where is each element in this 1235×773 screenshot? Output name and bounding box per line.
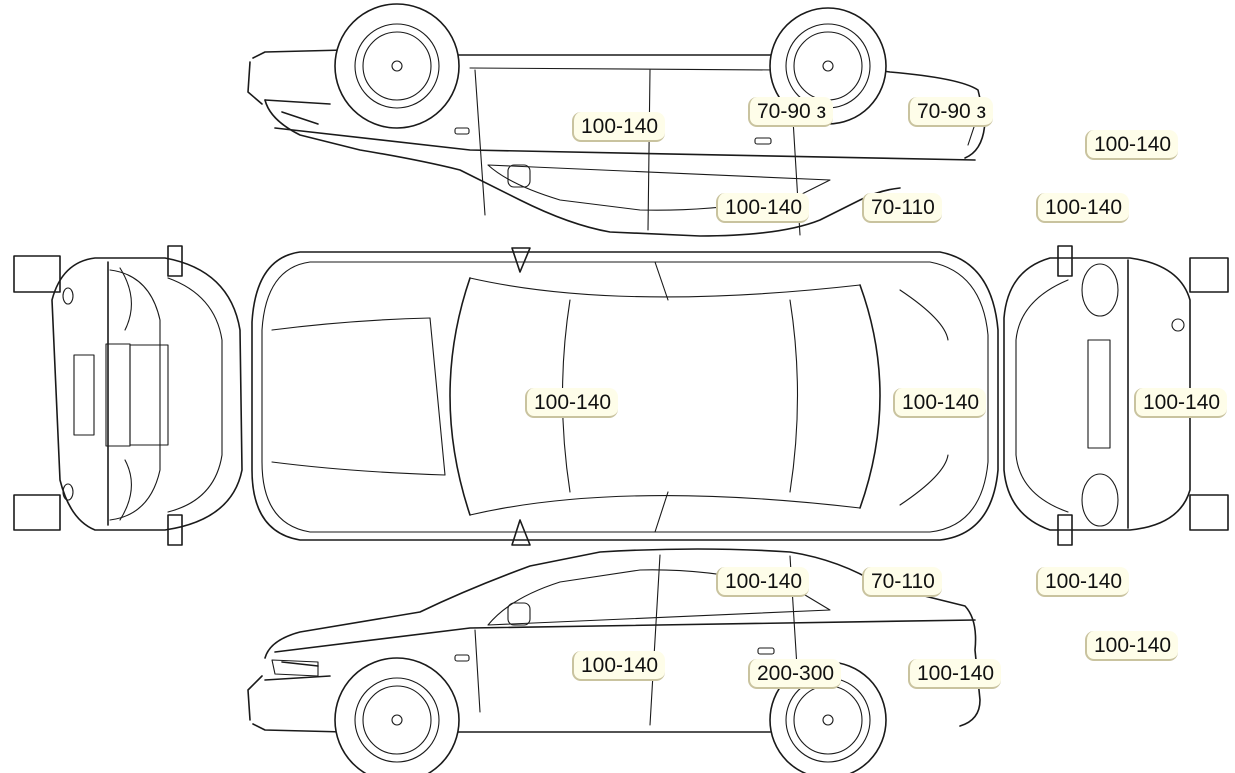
thickness-tag-upper-c-pillar: 70-110	[862, 193, 942, 223]
thickness-tag-upper-rear-fender: 70-90 з	[908, 97, 994, 127]
plan-view	[251, 247, 999, 546]
thickness-tag-upper-roof-rear: 100-140	[1036, 193, 1130, 223]
thickness-tag-lower-rear-door-bottom: 200-300	[748, 659, 842, 689]
rear-view	[1003, 245, 1229, 546]
thickness-tag-upper-rear-door-top: 70-90 з	[748, 97, 834, 127]
thickness-tag-upper-rear-door: 100-140	[716, 193, 810, 223]
side-view-upper	[247, 3, 986, 237]
thickness-tag-rear-bumper: 100-140	[1134, 388, 1228, 418]
thickness-tag-hood: 100-140	[525, 388, 619, 418]
thickness-tag-lower-rear-fender: 100-140	[908, 659, 1002, 689]
thickness-tag-lower-rear-door: 100-140	[716, 567, 810, 597]
thickness-tag-upper-front-door: 100-140	[572, 112, 666, 142]
thickness-tag-lower-front-door: 100-140	[572, 651, 666, 681]
thickness-tag-trunk-lid: 100-140	[893, 388, 987, 418]
thickness-tag-lower-c-pillar: 70-110	[862, 567, 942, 597]
thickness-tag-lower-trunk: 100-140	[1085, 631, 1179, 661]
thickness-tag-lower-roof-rear: 100-140	[1036, 567, 1130, 597]
thickness-tag-upper-trunk: 100-140	[1085, 130, 1179, 160]
front-view	[13, 245, 243, 546]
